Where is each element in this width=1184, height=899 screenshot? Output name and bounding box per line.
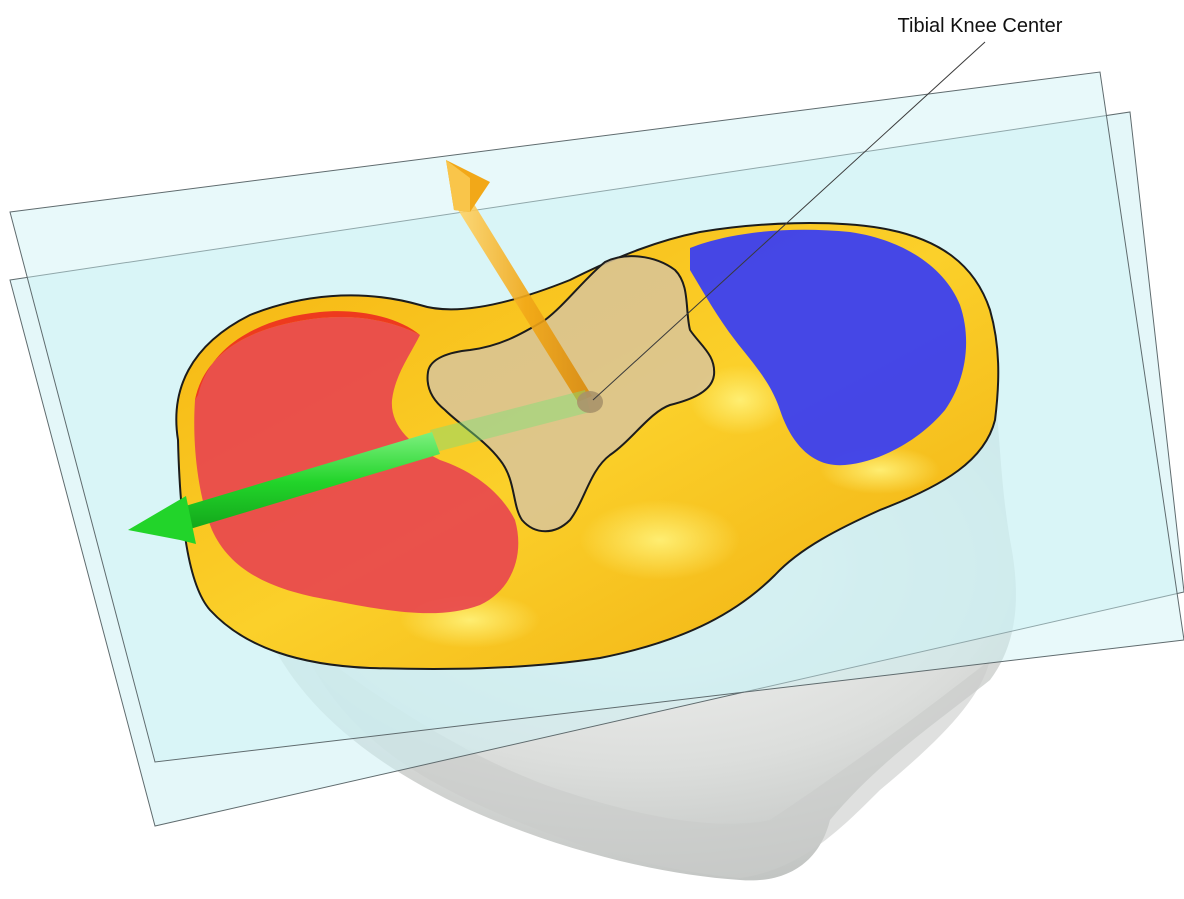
- plateau-highlight: [580, 500, 740, 580]
- tibial-knee-center-label: Tibial Knee Center: [898, 15, 1063, 37]
